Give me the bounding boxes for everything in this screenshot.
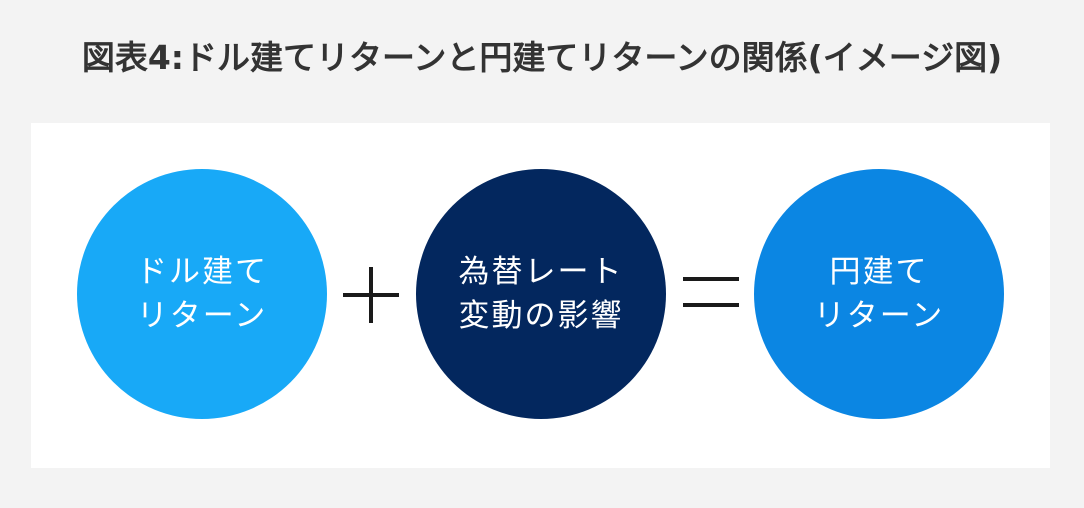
equals-icon (683, 277, 739, 307)
node-yen-return: 円建て リターン (754, 169, 1004, 419)
node-dollar-return-line-1: ドル建て (136, 254, 268, 290)
node-fx-effect-line-1: 為替レート (458, 254, 624, 290)
node-fx-effect-line-2: 変動の影響 (458, 298, 624, 334)
node-yen-return-line-2: リターン (813, 298, 945, 334)
page-title: 図表4:ドル建てリターンと円建てリターンの関係(イメージ図) (81, 38, 1003, 77)
node-fx-effect: 為替レート 変動の影響 (416, 169, 666, 419)
node-dollar-return-line-2: リターン (136, 298, 268, 334)
node-yen-return-line-1: 円建て (829, 254, 929, 290)
node-dollar-return: ドル建て リターン (77, 169, 327, 419)
diagram-panel: ドル建て リターン 為替レート 変動の影響 円建て リターン (31, 123, 1050, 468)
plus-icon (343, 267, 399, 323)
